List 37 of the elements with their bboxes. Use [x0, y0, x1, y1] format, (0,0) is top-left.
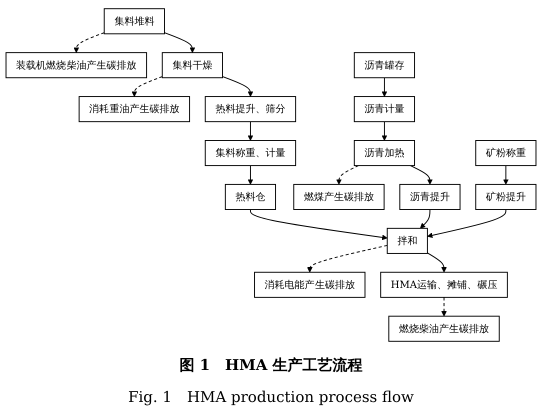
node-box: 集料称重、计量	[204, 140, 296, 166]
node-box: 沥青提升	[399, 184, 461, 210]
node-box: 热料提升、筛分	[204, 96, 296, 122]
arrow	[248, 121, 254, 141]
node-box: 燃煤产生碳排放	[293, 184, 385, 210]
arrow	[132, 76, 163, 97]
arrow	[426, 252, 447, 273]
arrow	[410, 165, 433, 185]
node-box: 集料堆料	[104, 8, 165, 34]
node-box: 拌和	[386, 228, 428, 254]
node-box: 热料仓	[224, 184, 276, 210]
arrow	[382, 77, 388, 97]
node-box: 矿粉称重	[475, 140, 536, 166]
node-box: 消耗电能产生碳排放	[254, 272, 366, 298]
node-box: 集料干燥	[162, 52, 223, 78]
arrow	[382, 121, 388, 141]
node-box: HMA运输、摊铺、碾压	[380, 272, 508, 298]
arrow	[164, 32, 196, 53]
arrow	[441, 296, 447, 316]
node-box: 沥青计量	[354, 96, 416, 122]
arrow	[427, 209, 506, 238]
node-box: 消耗重油产生碳排放	[78, 96, 190, 122]
node-box: 沥青罐存	[354, 52, 416, 78]
node-box: 装载机燃烧柴油产生碳排放	[6, 52, 148, 78]
arrow	[250, 209, 388, 240]
arrow	[248, 165, 254, 185]
arrow	[307, 244, 388, 273]
node-box: 燃烧柴油产生碳排放	[388, 316, 500, 342]
arrow	[222, 76, 254, 97]
arrow	[74, 32, 105, 53]
arrow	[336, 165, 359, 185]
arrow	[420, 209, 430, 229]
figure-caption-english: Fig. 1 HMA production process flow	[127, 388, 415, 407]
node-box: 矿粉提升	[475, 184, 536, 210]
figure-caption: 图 1 HMA 生产工艺流程	[178, 356, 364, 375]
arrow	[503, 165, 509, 185]
node-box: 沥青加热	[354, 140, 416, 166]
